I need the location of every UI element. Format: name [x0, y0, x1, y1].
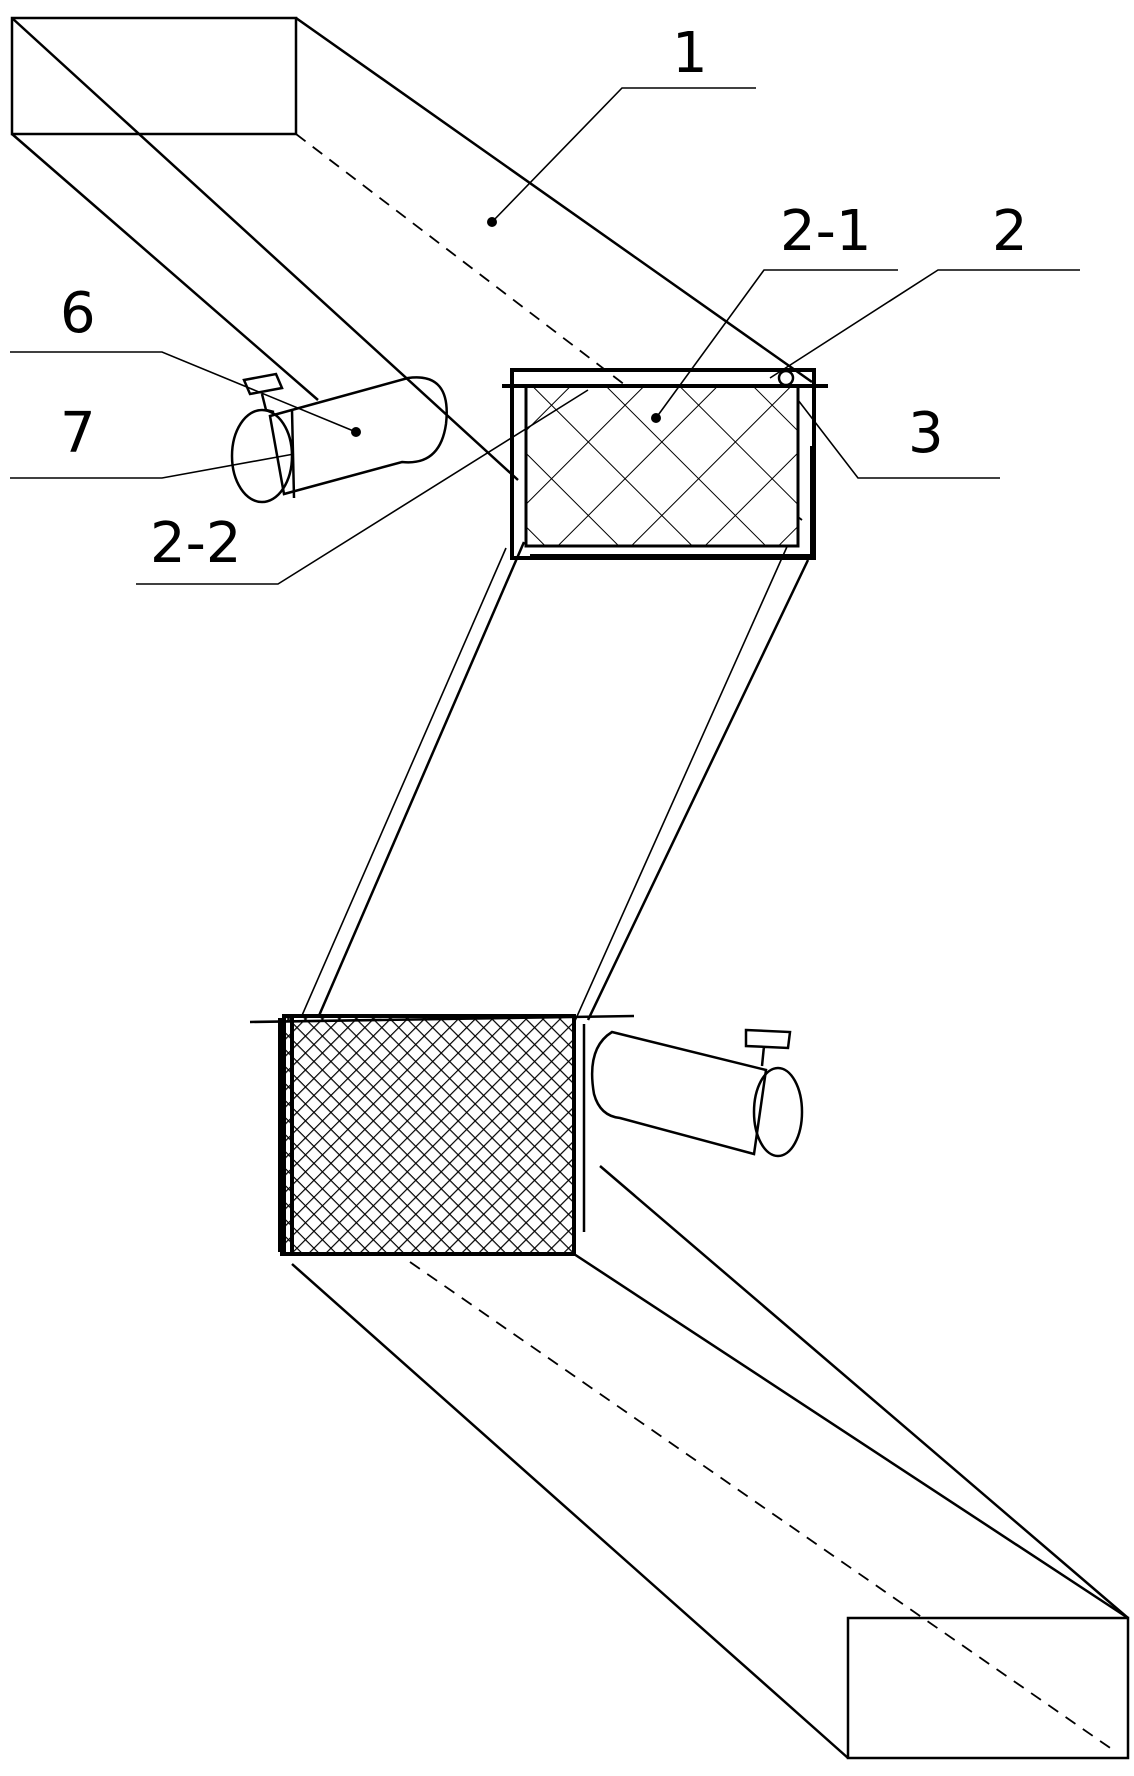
lower-duct-left-edge	[291, 1263, 849, 1759]
lower-duct-end-face	[846, 1616, 1130, 1760]
lower-motor-end-cap	[752, 1066, 804, 1158]
lower-motor	[590, 1028, 804, 1158]
upper-motor	[230, 372, 448, 504]
upper-screen-hinge-3	[777, 369, 795, 387]
lower-duct	[291, 1165, 1130, 1760]
connect-right-front-edge	[586, 559, 810, 1021]
label-part-3: 3	[908, 401, 944, 466]
upper-motor-terminal-6	[242, 372, 284, 414]
lower-screen-box	[249, 1014, 635, 1256]
connect-right-back-edge	[569, 539, 791, 1033]
lower-motor-body	[590, 1030, 768, 1156]
lower-screen-top-lip	[249, 1014, 635, 1024]
leader-part-1	[491, 87, 756, 223]
label-part-2: 2	[992, 199, 1028, 264]
connect-left-front-edge	[316, 541, 526, 1019]
label-part-2-1: 2-1	[780, 199, 871, 264]
leader-lines	[10, 87, 1080, 585]
label-part-6: 6	[60, 281, 96, 346]
leader-part-7	[10, 453, 295, 479]
lower-duct-hidden-edge	[409, 1261, 1117, 1753]
leader-dot-part-1	[487, 217, 497, 227]
leader-part-2	[769, 269, 1080, 379]
upper-screen-box	[502, 368, 828, 560]
leader-part-6	[10, 351, 357, 433]
connect-left-back-edge	[299, 547, 507, 1021]
leader-dot-part-6	[351, 427, 361, 437]
lower-duct-front-top-edge	[573, 1252, 1129, 1620]
upper-duct-top-left-edge	[11, 17, 519, 481]
leader-dot-part-2-1	[651, 413, 661, 423]
upper-duct-bottom-left-edge	[11, 133, 319, 401]
upper-motor-body	[268, 376, 448, 496]
leader-part-3	[797, 399, 1000, 479]
lower-motor-terminal	[744, 1028, 792, 1067]
label-part-1: 1	[672, 21, 708, 86]
upper-duct-top-right-edge	[295, 16, 813, 384]
labels: 1 2-1 2 3 6 7 2-2	[60, 21, 1028, 576]
connecting-duct	[299, 539, 810, 1033]
label-part-2-2: 2-2	[150, 511, 241, 576]
leader-part-2-2	[136, 389, 589, 585]
lower-duct-right-edge	[599, 1165, 1129, 1619]
lower-screen-mesh	[282, 1014, 576, 1256]
label-part-7: 7	[60, 401, 96, 466]
upper-duct-end-face	[10, 16, 298, 136]
leader-part-2-1	[655, 269, 898, 419]
